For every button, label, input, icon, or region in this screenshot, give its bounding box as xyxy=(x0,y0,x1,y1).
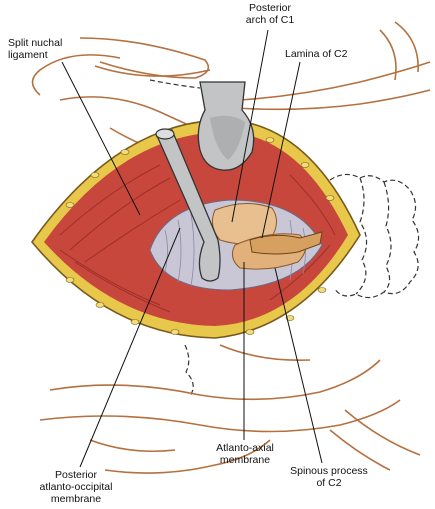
label-line: Split nuchal xyxy=(8,37,63,49)
label-posterior-atlanto-occipital-membrane: Posterior atlanto-occipital membrane xyxy=(24,469,128,505)
retractor-shadow xyxy=(210,115,245,160)
dashed-skin-line xyxy=(149,79,201,89)
label-line: Lamina of C2 xyxy=(285,48,348,60)
label-line: Posterior xyxy=(54,469,97,481)
label-line: Atlanto-axial xyxy=(216,442,274,454)
spinous-process xyxy=(249,231,323,255)
label-line: atlanto-occipital xyxy=(39,481,113,493)
leader-spinous xyxy=(274,267,323,464)
leader-lines xyxy=(61,29,323,468)
dissector-instrument xyxy=(157,129,221,282)
label-line: Posterior xyxy=(248,2,291,14)
label-atlanto-axial-membrane: Atlanto-axial membrane xyxy=(208,442,282,466)
muscle-fibers xyxy=(59,164,336,313)
label-line: of C2 xyxy=(316,477,342,489)
label-lamina-c2: Lamina of C2 xyxy=(285,48,347,60)
label-line: membrane xyxy=(50,493,102,505)
label-split-nuchal-ligament: Split nuchal ligament xyxy=(8,37,62,61)
leader-split-nuchal xyxy=(61,61,141,216)
label-posterior-arch-c1: Posterior arch of C1 xyxy=(236,2,304,26)
label-line: arch of C1 xyxy=(245,14,295,26)
vertebrae-outline xyxy=(184,173,420,397)
label-line: membrane xyxy=(219,454,271,466)
leader-atlanto-occipital xyxy=(79,227,181,468)
label-spinous-process-c2: Spinous process of C2 xyxy=(286,465,372,489)
dissector-handle-end xyxy=(155,128,175,140)
lower-skin-fold xyxy=(39,344,421,474)
leader-posterior-arch xyxy=(231,29,269,223)
label-line: ligament xyxy=(8,49,48,61)
label-line: Spinous process xyxy=(290,465,368,477)
leader-lamina xyxy=(261,61,301,239)
